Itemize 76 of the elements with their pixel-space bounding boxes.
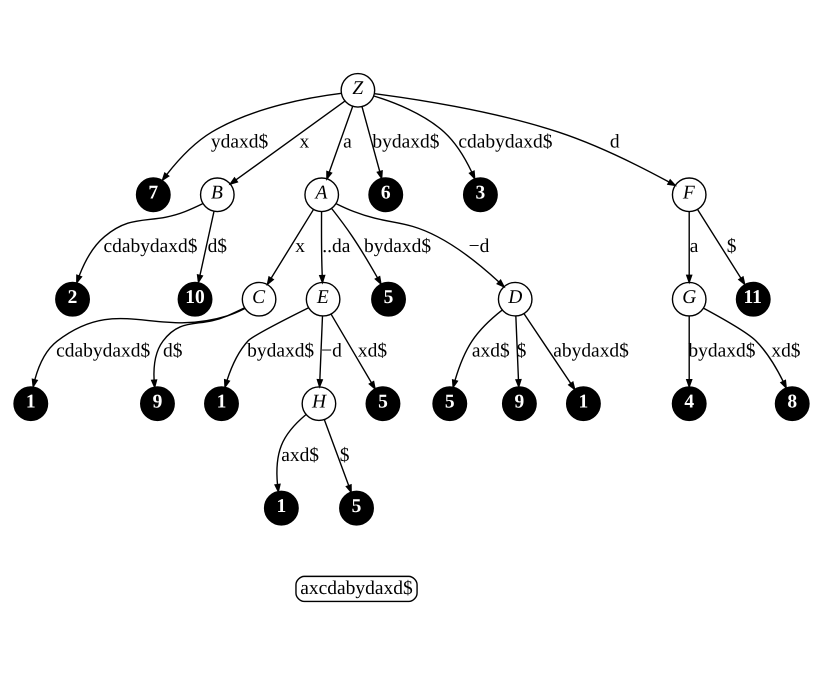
arrow [331,208,382,286]
edge-label: xd$ [771,340,801,362]
arrow [76,202,203,284]
arrow [196,210,215,284]
edge-label: ydaxd$ [210,131,268,152]
arrow [326,106,354,180]
edge-label: −d [468,236,490,257]
edge-label: x [295,236,306,257]
node-circle: 2 [55,281,90,316]
edge-label: $ [340,444,350,466]
edge-label: cdabydaxd$ [103,236,198,257]
node-circle: 1 [204,386,239,421]
edge-label: abydaxd$ [553,340,629,362]
node-circle: 1 [566,386,601,421]
edge-label: axd$ [281,444,320,466]
arrow [324,418,352,494]
arrow [274,414,306,494]
arrow [361,106,383,180]
node-circle: D [498,281,533,316]
edge-label: x [299,131,310,152]
arrow [374,94,476,180]
edge-label: cdabydaxd$ [56,340,150,362]
node-circle: 1 [264,490,299,526]
edge-label: cdabydaxd$ [458,131,552,152]
node-circle: 8 [774,386,810,421]
node-circle: A [304,176,340,212]
node-circle: 5 [366,386,400,421]
node-circle: Z [340,72,376,108]
edge-label: bydaxd$ [364,236,432,257]
edge-label: ..da [322,236,350,257]
node-circle: 11 [736,281,771,316]
node-circle: 9 [502,386,537,421]
edge-label: xd$ [358,340,388,362]
arrow [150,306,244,389]
edge-label: −d [321,340,342,362]
node-circle: 1 [13,386,48,421]
node-circle: 9 [140,386,175,421]
arrow [452,308,503,389]
node-circle: F [672,176,707,212]
node-circle: 5 [339,490,374,526]
node-circle: 10 [178,281,212,316]
node-circle: 4 [672,386,707,421]
arrow [686,316,693,388]
node-circle: 7 [136,176,171,212]
node-circle: C [242,281,277,316]
arrow [316,316,324,388]
edge-label: bydaxd$ [247,340,314,362]
arrow [374,92,677,186]
node-circle: G [672,281,707,316]
arrow [224,306,309,389]
arrow [524,313,576,391]
node-circle: H [301,386,336,421]
arrow [266,208,314,286]
node-circle: B [200,176,235,212]
edge-label: a [343,131,352,152]
arrow [228,100,346,185]
edge-label: axd$ [472,340,510,362]
node-circle: E [306,281,341,316]
node-circle: 5 [371,281,406,316]
edge-label: a [690,236,698,257]
node-circle: 3 [462,176,498,212]
arrow [318,211,326,284]
arrow [336,202,506,288]
arrow [161,92,342,182]
arrow [32,307,246,388]
arrow [330,313,376,390]
arrow [696,208,746,286]
edge-label: $ [726,236,737,257]
edge-label: d [610,131,620,152]
node-circle: 5 [432,386,468,421]
edge-label: d$ [163,340,183,362]
edge-label: bydaxd$ [372,131,440,152]
arrow [686,211,693,284]
node-box: axcdabydaxd$ [295,575,418,602]
node-circle: 6 [368,176,404,212]
edge-label: d$ [208,236,228,257]
